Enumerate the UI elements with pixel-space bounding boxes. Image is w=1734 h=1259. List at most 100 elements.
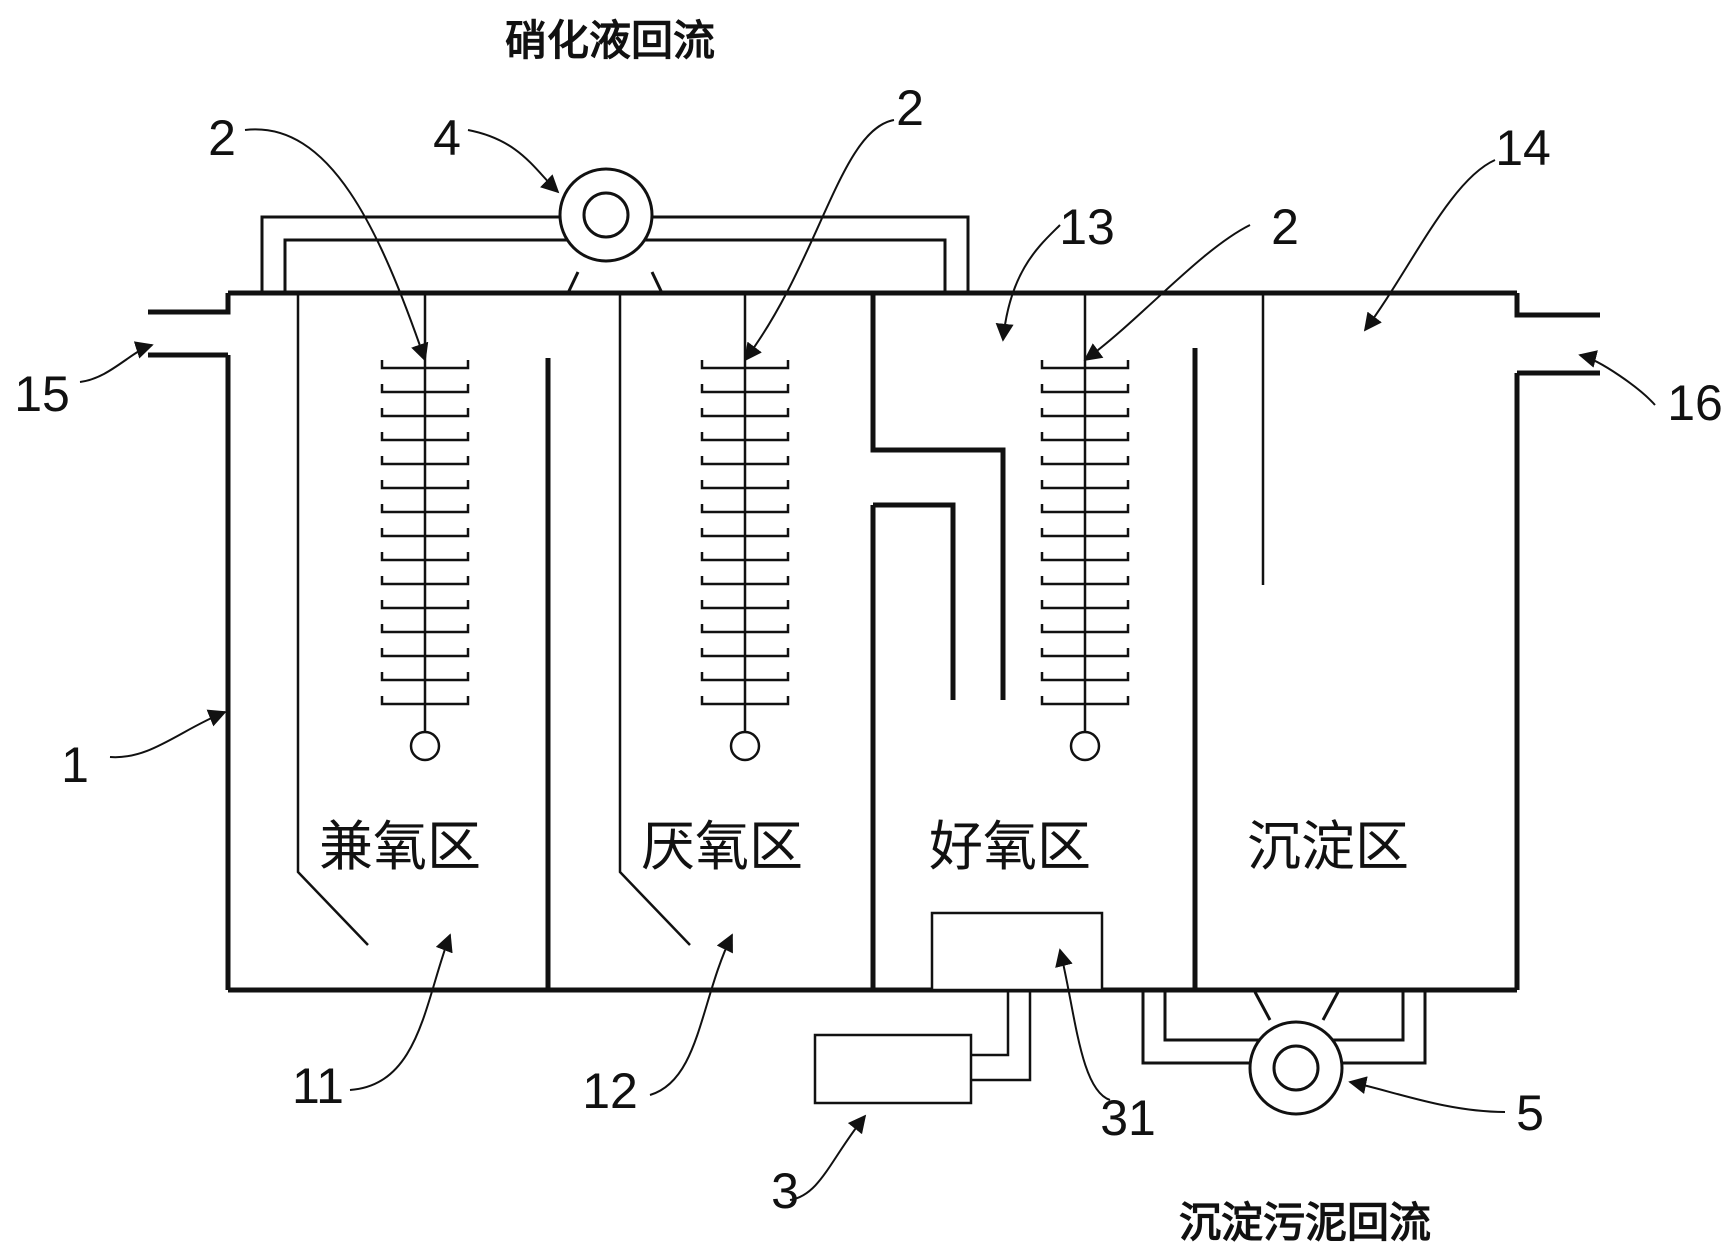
sludge-pump [1248, 1020, 1344, 1116]
zone-label-aerobic: 好氧区 [929, 815, 1091, 878]
tank-outline [148, 290, 1600, 993]
carrier-tooth [700, 384, 790, 394]
label-11: 11 [292, 1058, 344, 1114]
carrier-tooth [1040, 696, 1130, 706]
zone-label-settling: 沉淀区 [1247, 815, 1409, 878]
arrow-2-right [1083, 224, 1251, 362]
carrier-tooth [1040, 600, 1130, 610]
label-12: 12 [582, 1063, 638, 1119]
arrow-1 [109, 709, 227, 759]
carrier-tooth [1040, 360, 1130, 370]
label-2-right: 2 [1271, 199, 1299, 255]
caption-sludge-recycle: 沉淀污泥回流 [1179, 1198, 1431, 1247]
carrier-tooth [380, 552, 470, 562]
leader-arrows [79, 119, 1656, 1201]
arrow-16 [1578, 350, 1656, 406]
label-2-middle: 2 [896, 80, 924, 136]
carrier-tooth [380, 360, 470, 370]
carrier-tooth [700, 648, 790, 658]
carrier-tooth [380, 624, 470, 634]
carrier-anoxic [380, 293, 470, 762]
carrier-tooth [700, 360, 790, 370]
arrow-31 [1055, 948, 1111, 1101]
baffle-anoxic [296, 293, 369, 946]
carrier-tooth [1040, 456, 1130, 466]
label-13: 13 [1059, 199, 1115, 255]
label-2-left: 2 [208, 110, 236, 166]
carrier-tooth [1040, 384, 1130, 394]
carrier-tooth [1040, 624, 1130, 634]
wall-anaerobic-aerobic-upper [870, 293, 1006, 700]
arrow-11 [349, 933, 453, 1091]
arrow-3 [789, 1114, 867, 1201]
aeration-system [813, 911, 1104, 1105]
label-1: 1 [61, 737, 89, 793]
label-4: 4 [433, 110, 461, 166]
carrier-tooth [1040, 648, 1130, 658]
carrier-weight [729, 730, 761, 762]
carrier-tooth [700, 408, 790, 418]
carrier-tooth [700, 480, 790, 490]
label-31: 31 [1100, 1090, 1156, 1146]
arrow-15 [79, 341, 154, 383]
carrier-tooth [1040, 672, 1130, 682]
arrow-5 [1348, 1076, 1506, 1113]
carrier-tooth [1040, 480, 1130, 490]
carrier-tooth [380, 384, 470, 394]
arrow-2-left [244, 128, 429, 362]
carrier-tooth [380, 408, 470, 418]
carrier-tooth [380, 696, 470, 706]
carrier-tooth [1040, 408, 1130, 418]
carrier-tooth [700, 528, 790, 538]
partition-walls [545, 293, 1198, 990]
carrier-tooth [1040, 432, 1130, 442]
nitrate-pump [558, 167, 654, 263]
carrier-tooth [380, 456, 470, 466]
carrier-tooth [380, 600, 470, 610]
carrier-tooth [1040, 528, 1130, 538]
label-3: 3 [771, 1163, 799, 1219]
caption-nitrate-recycle: 硝化液回流 [505, 16, 715, 65]
carrier-tooth [700, 576, 790, 586]
carrier-tooth [380, 480, 470, 490]
carrier-tooth [1040, 504, 1130, 514]
carrier-aerobic [1040, 293, 1130, 762]
carrier-tooth [380, 504, 470, 514]
arrow-12 [649, 933, 733, 1096]
arrow-13 [995, 224, 1061, 342]
carrier-tooth [1040, 552, 1130, 562]
carrier-weight [1069, 730, 1101, 762]
label-14: 14 [1495, 120, 1551, 176]
carrier-tooth [700, 552, 790, 562]
zone-label-anoxic: 兼氧区 [319, 815, 481, 878]
carrier-tooth [700, 456, 790, 466]
aerator-box [813, 1033, 973, 1105]
zone-label-anaerobic: 厌氧区 [641, 815, 803, 878]
carrier-tooth [700, 432, 790, 442]
carrier-tooth [380, 528, 470, 538]
carrier-tooth [380, 672, 470, 682]
label-15: 15 [14, 366, 70, 422]
wall-anaerobic-aerobic-lower [870, 502, 956, 990]
diffuser-box [930, 911, 1104, 992]
baffle-anaerobic [618, 293, 691, 946]
arrow-4 [467, 129, 560, 194]
carrier-weight [409, 730, 441, 762]
carrier-tooth [380, 576, 470, 586]
carrier-combs [380, 293, 1130, 762]
carrier-tooth [700, 624, 790, 634]
carrier-tooth [700, 600, 790, 610]
arrow-14 [1363, 159, 1496, 332]
arrow-2-middle [743, 119, 895, 362]
carrier-tooth [1040, 576, 1130, 586]
label-5: 5 [1516, 1085, 1544, 1141]
baffles [296, 293, 1265, 946]
carrier-tooth [380, 648, 470, 658]
carrier-tooth [380, 432, 470, 442]
label-16: 16 [1667, 375, 1723, 431]
carrier-tooth [700, 672, 790, 682]
carrier-tooth [700, 504, 790, 514]
carrier-anaerobic [700, 293, 790, 762]
carrier-tooth [700, 696, 790, 706]
